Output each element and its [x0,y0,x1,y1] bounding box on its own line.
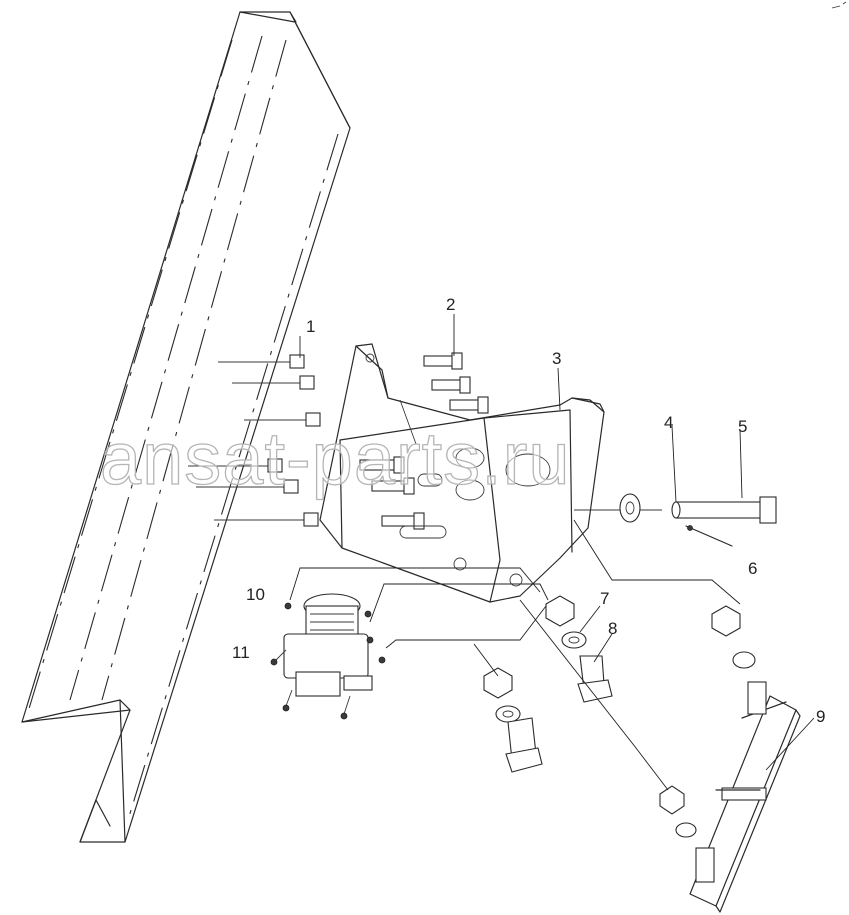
callout-1: 1 [306,317,315,336]
callout-5: 5 [738,417,747,436]
callout-6: 6 [748,559,757,578]
watermark: ansat-parts.ru [100,417,571,500]
part-6-nut-group [659,605,756,838]
part-4-washer [574,493,662,523]
part-3-bracket [319,343,605,603]
callout-10: 10 [246,585,265,604]
part-8-bolt-group [505,655,613,773]
part-2-bolt-group [359,352,489,530]
leader-lines [289,314,815,791]
part-9-bracket [689,681,801,913]
callout-8: 8 [608,619,617,638]
callouts: 1 2 3 4 5 6 7 8 9 10 11 [232,295,825,726]
part-10-11-pump-assembly [270,593,386,720]
part-5-pin [671,496,777,547]
part-1-bolt-group [188,354,321,527]
callout-4: 4 [664,413,673,432]
callout-7: 7 [600,589,609,608]
callout-9: 9 [816,707,825,726]
part-7-washer-group [483,595,587,723]
callout-3: 3 [552,349,561,368]
corner-mark [831,1,847,9]
callout-11: 11 [232,643,250,662]
frame-rail [21,11,351,843]
callout-2: 2 [446,295,455,314]
